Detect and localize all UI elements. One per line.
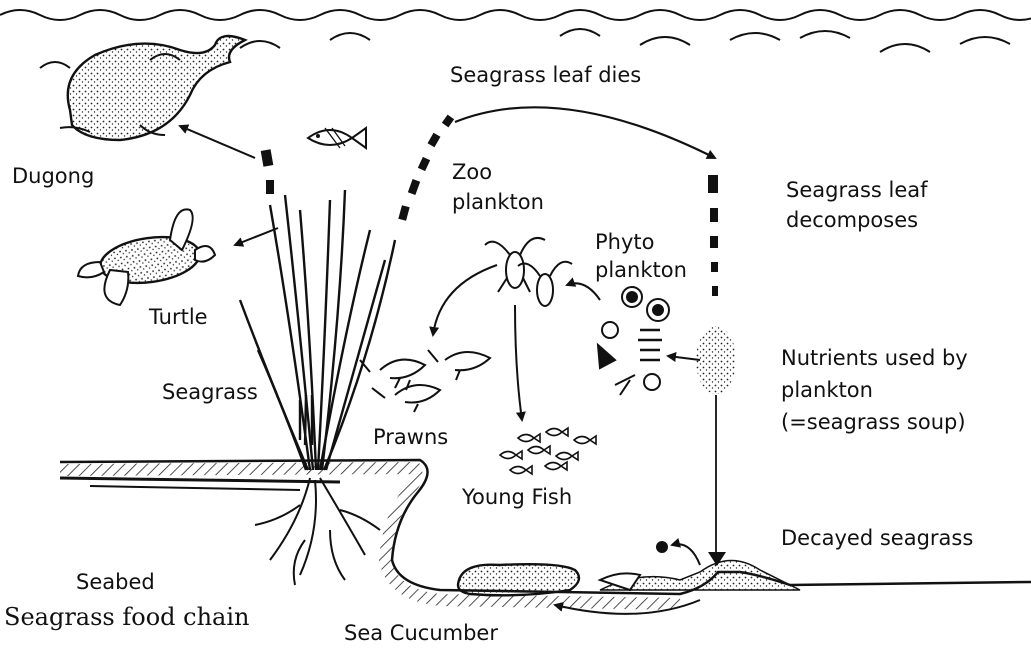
prawn-icon (360, 350, 490, 412)
arrow-icon (672, 544, 700, 565)
arrow-icon (433, 265, 497, 335)
label-zoo: Zoo (452, 160, 492, 186)
label-seagrass: Seagrass (162, 380, 258, 406)
label-seabed: Seabed (76, 570, 155, 596)
arrow-icon (567, 283, 600, 300)
fish-icon (308, 128, 366, 148)
dugong-icon (60, 36, 245, 140)
turtle-icon (78, 209, 215, 305)
label-decayed-seagrass: Decayed seagrass (781, 526, 973, 552)
label-turtle: Turtle (149, 305, 208, 331)
label-sea-cucumber: Sea Cucumber (344, 621, 498, 647)
nutrient-dots-icon (696, 326, 736, 394)
label-decomposes: decomposes (786, 208, 918, 234)
label-phyto: Phyto (595, 230, 654, 256)
diagram-title: Seagrass food chain (4, 603, 249, 631)
label-young-fish: Young Fish (462, 485, 572, 511)
label-prawns: Prawns (373, 425, 448, 451)
arrow-icon (180, 126, 255, 158)
label-seagrass-leaf: Seagrass leaf (786, 178, 928, 204)
sea-cucumber-icon (458, 564, 579, 595)
label-nutrients-plankton: plankton (781, 378, 873, 404)
seagrass-icon (240, 190, 395, 470)
decayed-seagrass-icon (600, 541, 800, 590)
arrow-icon (235, 228, 278, 245)
label-phyto-plankton: plankton (595, 258, 687, 284)
arrow-icon (515, 305, 522, 420)
young-fish-icon (500, 428, 596, 474)
seagrass-roots (255, 478, 380, 585)
label-zoo-plankton: plankton (452, 190, 544, 216)
zooplankton-icon (485, 238, 572, 306)
label-seagrass-leaf-dies: Seagrass leaf dies (450, 63, 641, 89)
phytoplankton-icon (598, 287, 669, 395)
label-nutrients: Nutrients used by (781, 346, 968, 372)
label-dugong: Dugong (12, 164, 94, 190)
arrow-icon (455, 107, 715, 158)
label-seagrass-soup: (=seagrass soup) (781, 410, 966, 436)
arrow-icon (668, 356, 700, 360)
